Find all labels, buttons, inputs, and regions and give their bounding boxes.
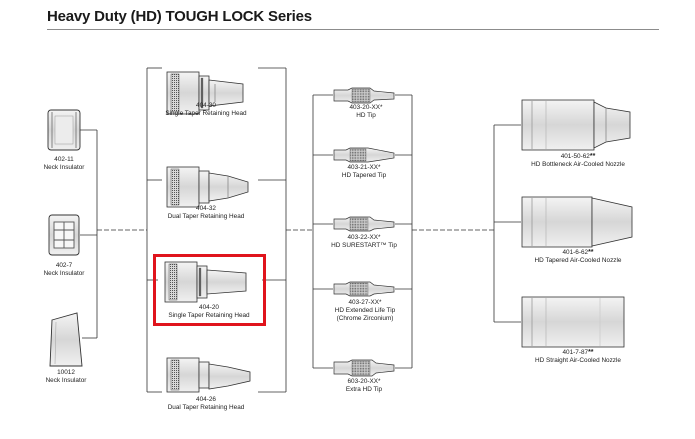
nozzle-label-401-50-62: 401-50-62** HD Bottleneck Air-Cooled Noz… (531, 153, 625, 169)
retaining-head-label-404-26: 404-26 Dual Taper Retaining Head (168, 396, 245, 412)
nozzle-401-7-87-drawing (521, 296, 625, 348)
part-number: 404-32 (196, 205, 216, 212)
part-name: HD Tapered Air-Cooled Nozzle (534, 256, 622, 264)
part-name: Neck Insulator (43, 269, 85, 277)
nozzle-401-6-62-drawing (521, 196, 633, 248)
part-number: 404-26 (196, 396, 216, 403)
part-number: 402-11 (54, 156, 74, 163)
insulator-label-402-11: 402-11 Neck Insulator (44, 156, 85, 172)
insulator-10012-drawing (49, 312, 83, 367)
tip-403-21-drawing (333, 147, 395, 163)
tip-label-403-27: 403-27-XX* HD Extended Life Tip (Chrome … (335, 299, 395, 322)
part-name: HD Straight Air-Cooled Nozzle (535, 356, 621, 364)
title-rule (47, 29, 659, 30)
tip-label-403-22: 403-22-XX* HD SURESTART™ Tip (331, 234, 397, 250)
retaining-head-404-20-drawing (164, 261, 247, 303)
part-name: HD Tapered Tip (341, 171, 387, 179)
page-title: Heavy Duty (HD) TOUGH LOCK Series (47, 8, 312, 25)
retaining-head-label-404-32: 404-32 Dual Taper Retaining Head (168, 205, 245, 221)
part-number: 401-6-62** (562, 249, 594, 256)
part-number: 603-20-XX* (347, 378, 381, 385)
retaining-head-404-32-drawing (166, 166, 249, 208)
part-name: Single Taper Retaining Head (168, 311, 250, 319)
part-name: Extra HD Tip (345, 385, 383, 393)
tip-403-22-drawing (333, 216, 395, 232)
nozzle-label-401-7-87: 401-7-87** HD Straight Air-Cooled Nozzle (535, 349, 621, 365)
insulator-402-11-drawing (47, 109, 81, 151)
tip-603-20-drawing (333, 359, 395, 377)
connector-lines (80, 67, 521, 393)
insulator-label-10012: 10012 Neck Insulator (46, 369, 87, 385)
part-number: 403-20-XX* (349, 104, 383, 111)
part-name: HD SURESTART™ Tip (331, 241, 397, 249)
part-name: Neck Insulator (45, 376, 87, 384)
part-number: 403-27-XX* (348, 299, 382, 306)
part-number: 403-21-XX* (347, 164, 381, 171)
part-name: Dual Taper Retaining Head (167, 403, 245, 411)
part-name: HD Bottleneck Air-Cooled Nozzle (531, 160, 625, 168)
part-name: Dual Taper Retaining Head (167, 212, 245, 220)
tip-403-27-drawing (333, 281, 395, 297)
part-name: Single Taper Retaining Head (165, 109, 247, 117)
insulator-402-7-drawing (48, 214, 80, 256)
retaining-head-404-30-drawing (166, 71, 244, 115)
nozzle-401-50-62-drawing (521, 99, 631, 151)
insulator-label-402-7: 402-7 Neck Insulator (44, 262, 85, 278)
part-number: 404-30 (196, 102, 216, 109)
part-name: HD Tip (356, 111, 376, 119)
tip-label-403-21: 403-21-XX* HD Tapered Tip (342, 164, 386, 180)
tip-403-20-drawing (333, 87, 395, 104)
part-note: (Chrome Zirconium) (336, 314, 394, 322)
part-name: HD Extended Life Tip (334, 306, 396, 314)
part-number: 401-7-87** (562, 349, 594, 356)
part-number: 10012 (57, 369, 75, 376)
part-number: 404-20 (199, 304, 219, 311)
tip-label-403-20: 403-20-XX* HD Tip (349, 104, 382, 120)
nozzle-label-401-6-62: 401-6-62** HD Tapered Air-Cooled Nozzle (535, 249, 622, 265)
retaining-head-label-404-30: 404-30 Single Taper Retaining Head (165, 102, 246, 118)
part-number: 403-22-XX* (347, 234, 381, 241)
part-number: 401-50-62** (560, 153, 596, 160)
retaining-head-404-26-drawing (166, 357, 251, 393)
selected-part-highlight (153, 254, 266, 326)
part-name: Neck Insulator (43, 163, 85, 171)
retaining-head-label-404-20: 404-20 Single Taper Retaining Head (168, 304, 249, 320)
tip-label-603-20: 603-20-XX* Extra HD Tip (346, 378, 382, 394)
part-number: 402-7 (55, 262, 73, 269)
